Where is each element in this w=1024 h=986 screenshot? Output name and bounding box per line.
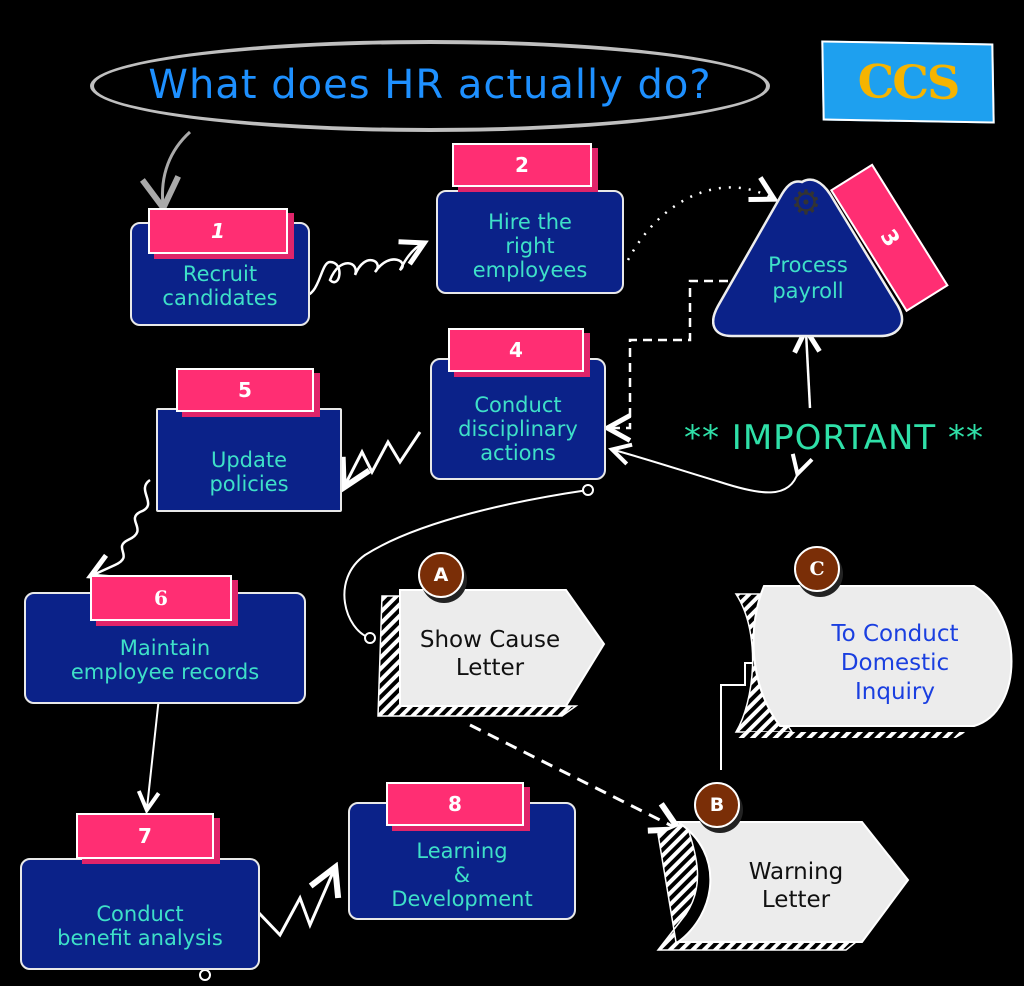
option-a-shape[interactable]: [376, 580, 616, 720]
arrow-6-to-7: [147, 687, 161, 808]
arrow-4-to-5: [345, 431, 422, 485]
option-c-shape[interactable]: [734, 584, 1024, 740]
ccs-logo: CCS: [821, 40, 995, 124]
important-note: ** IMPORTANT **: [684, 418, 984, 458]
arrow-1-to-2: [299, 244, 422, 298]
badge-c: C: [794, 546, 840, 592]
page-title: What does HR actually do?: [148, 62, 712, 108]
step-3-box[interactable]: [712, 176, 912, 346]
step-2-number: 2: [452, 143, 592, 187]
gear-icon: ⚙: [790, 183, 822, 223]
badge-a: A: [418, 552, 464, 598]
step-1-number: 1: [148, 208, 288, 254]
arrow-3-to-4: [610, 279, 728, 428]
arrow-5-to-6: [93, 478, 151, 575]
logo-text: CCS: [857, 54, 959, 110]
title-ellipse: [90, 40, 770, 132]
arrow-7-to-8: [256, 870, 334, 938]
step-5-number: 5: [176, 368, 314, 412]
step-7-number: 7: [76, 813, 214, 859]
step-4-number: 4: [448, 328, 584, 372]
badge-b: B: [694, 782, 740, 828]
arrow-title-to-1: [140, 130, 192, 214]
step-8-label: Learning&Development: [391, 839, 533, 911]
step-8-number: 8: [386, 782, 524, 826]
step-6-number: 6: [90, 575, 232, 621]
option-b-shape[interactable]: [656, 814, 916, 954]
